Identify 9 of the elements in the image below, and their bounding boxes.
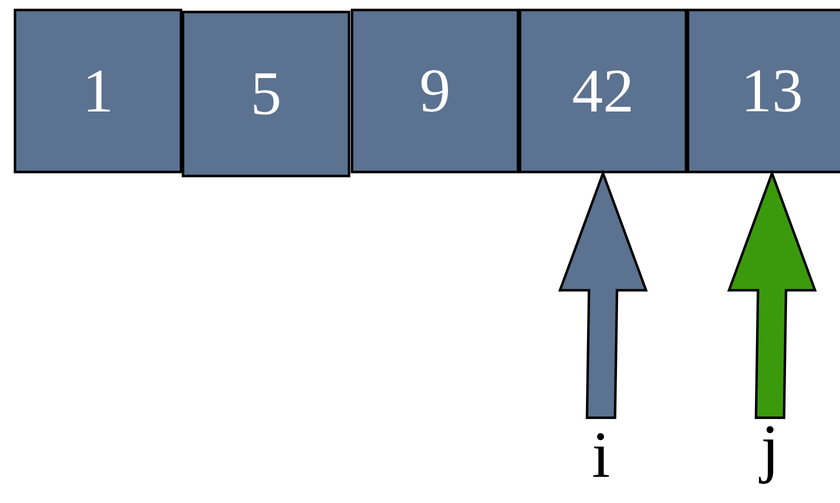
number-box: 13 xyxy=(686,8,840,174)
block-arrow xyxy=(727,170,817,420)
number-box: 1 xyxy=(14,8,182,174)
number-box: 42 xyxy=(518,8,688,174)
block-arrow xyxy=(558,170,648,420)
pointer-label: j xyxy=(758,426,774,484)
number-box: 5 xyxy=(182,10,350,178)
number-box: 9 xyxy=(350,8,520,174)
pointer-label: i xyxy=(593,433,609,477)
